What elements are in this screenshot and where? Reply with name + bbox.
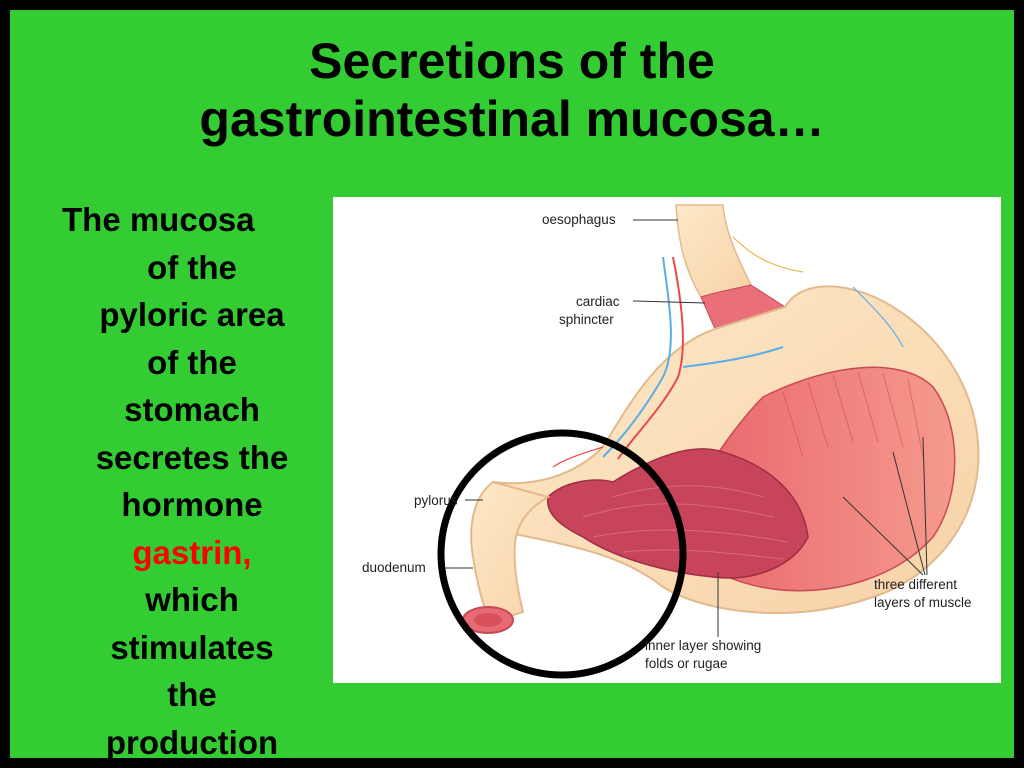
label-rugae-2: folds or rugae — [645, 656, 728, 671]
text-line: stomach — [124, 391, 260, 428]
stomach-diagram: oesophagus cardiac sphincter pylorus duo… — [333, 197, 1001, 683]
blood-vessels — [552, 236, 904, 468]
title-line-1: Secretions of the — [309, 33, 715, 89]
text-line: secretes the — [95, 438, 289, 476]
text-line: The mucosa — [62, 201, 255, 238]
label-rugae-1: inner layer showing — [645, 638, 761, 653]
diagram-labels: oesophagus cardiac sphincter pylorus duo… — [362, 212, 972, 671]
text-line: which — [145, 581, 239, 618]
label-cardiac: cardiac — [576, 294, 620, 309]
pylorus-highlight-circle — [437, 429, 687, 679]
title-line-2: gastrointestinal mucosa… — [199, 91, 825, 147]
oesophagus-shape — [675, 204, 753, 298]
label-duodenum: duodenum — [362, 560, 426, 575]
label-muscle-2: layers of muscle — [874, 595, 972, 610]
text-line: the — [167, 676, 217, 713]
slide: Secretions of the gastrointestinal mucos… — [10, 10, 1014, 758]
gastrin-highlight: gastrin, — [132, 533, 252, 571]
text-line: production — [105, 723, 279, 759]
duodenum-shape — [470, 480, 551, 624]
label-sphincter: sphincter — [559, 312, 614, 327]
text-line: hormone — [121, 486, 263, 523]
label-pylorus: pylorus — [414, 493, 458, 508]
text-line: stimulates — [110, 628, 274, 666]
text-line: pyloric area — [99, 296, 285, 333]
text-line: of the — [147, 343, 237, 381]
label-oesophagus: oesophagus — [542, 212, 616, 227]
body-text: The mucosa of the pyloric area of the st… — [62, 196, 322, 758]
label-muscle-1: three different — [874, 577, 957, 592]
text-line: of the — [147, 248, 237, 286]
slide-title: Secretions of the gastrointestinal mucos… — [10, 32, 1014, 148]
